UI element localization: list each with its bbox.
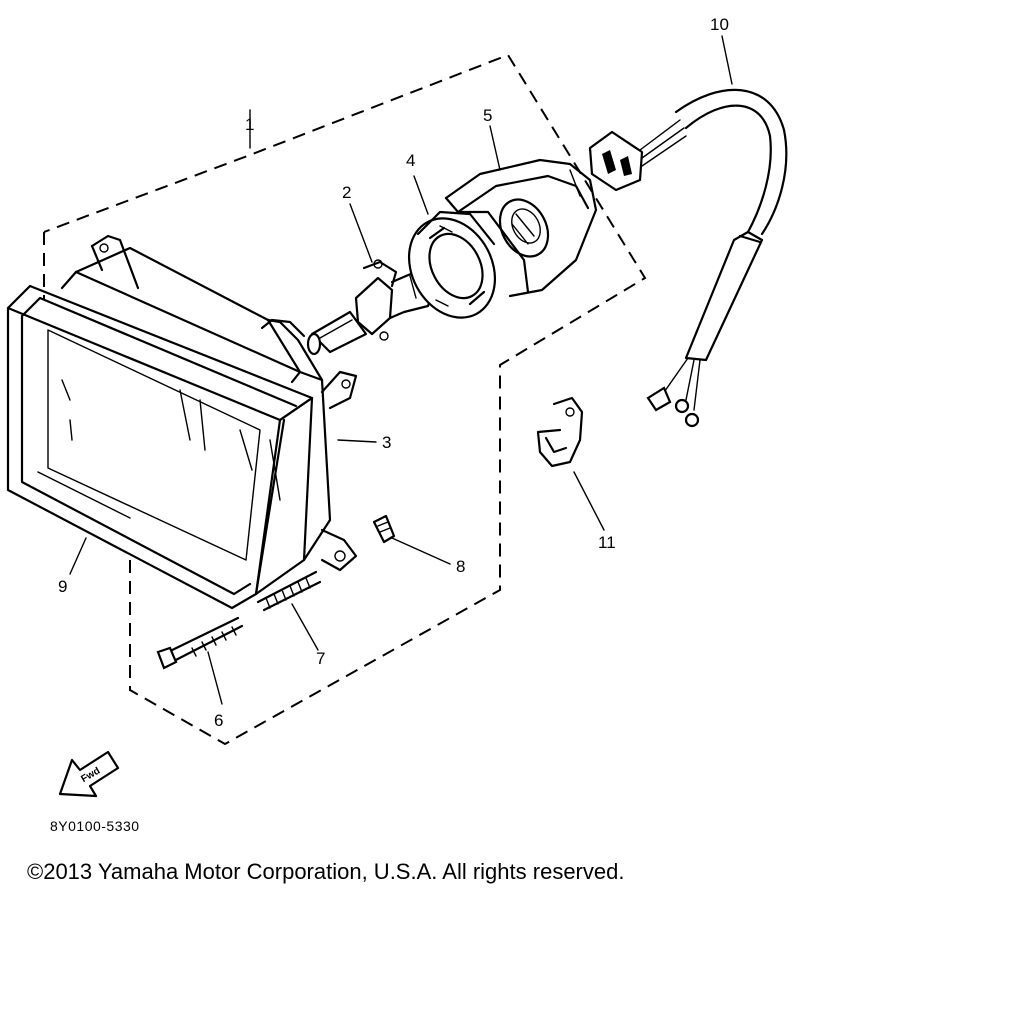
callout-6: 6 [214, 711, 223, 730]
callout-4: 4 [406, 151, 415, 170]
callout-9: 9 [58, 577, 67, 596]
part-10-wiring-harness [588, 88, 788, 428]
callout-3: 3 [382, 433, 391, 452]
callout-10: 10 [710, 15, 729, 34]
part-11-clamp [536, 396, 584, 468]
part-7-spring [256, 570, 322, 612]
callout-2: 2 [342, 183, 351, 202]
part-4-retaining-ring [407, 210, 497, 319]
part-9-rim [6, 284, 314, 610]
assembly-boundary [43, 53, 647, 746]
copyright-notice: ©2013 Yamaha Motor Corporation, U.S.A. A… [27, 859, 625, 884]
callout-1: 1 [245, 115, 254, 134]
part-6-bolt [156, 616, 244, 670]
diagram-code: 8Y0100-5330 [50, 818, 140, 834]
forward-arrow-icon: Fwd [58, 750, 120, 798]
part-8-screw [372, 514, 396, 544]
callout-11: 11 [598, 533, 616, 552]
callout-5: 5 [483, 106, 492, 125]
callout-7: 7 [316, 649, 325, 668]
part-3-headlight-unit [47, 234, 358, 572]
leader-lines [69, 35, 733, 705]
callout-8: 8 [456, 557, 465, 576]
